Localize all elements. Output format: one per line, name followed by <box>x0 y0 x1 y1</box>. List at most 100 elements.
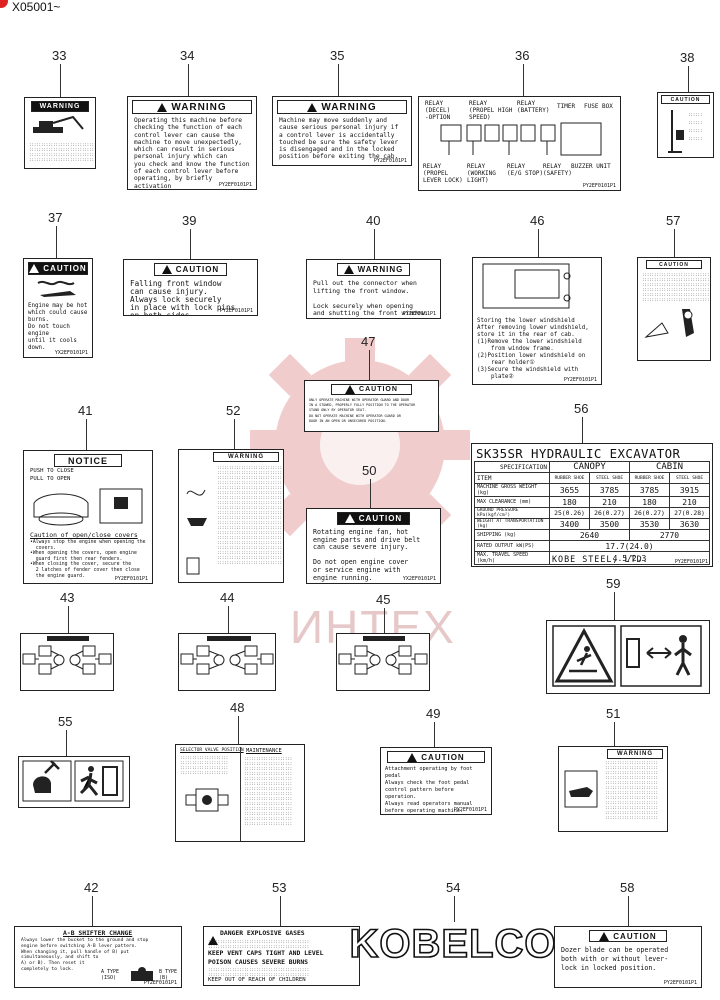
selector-valve-diagram <box>185 788 229 812</box>
spec-row-unit: (kg) <box>504 532 517 538</box>
spec-cell: 4.5/2.3 <box>549 551 710 565</box>
decal-39-body: Falling front window can cause injury. A… <box>130 279 236 316</box>
spec-row-unit: kW(PS) <box>516 543 535 549</box>
decal-56-code: PY2EF0101P1 <box>674 559 708 565</box>
decal-53-poison: POISON CAUSES SEVERE BURNS <box>208 958 309 966</box>
spec-header-canopy: CANOPY <box>549 461 630 473</box>
callout-34: 34 <box>180 48 195 63</box>
decal-33-title: WARNING <box>39 103 81 110</box>
spec-cell: 26(0.27) <box>589 507 630 519</box>
battery-warning-pictogram-icon <box>186 489 207 575</box>
operator-seat-pictogram-icon: :::::::::::: :::::::::::: <box>668 110 702 153</box>
spec-row-unit: kPa(kgf/cm²) <box>477 513 511 518</box>
lever-lock-pictogram-icon <box>644 309 694 338</box>
decal-48-divider <box>240 747 241 841</box>
label-b-type: B TYPE (B) <box>159 969 178 981</box>
callout-46: 46 <box>530 213 545 228</box>
callout-58: 58 <box>620 880 635 895</box>
svg-text:::::::: :::::: <box>688 112 702 117</box>
leader-56 <box>582 417 583 443</box>
decal-37-caution: CAUTION Engine may be hot which could ca… <box>23 258 93 358</box>
callout-40: 40 <box>366 213 381 228</box>
spec-header-item: ITEM <box>474 472 550 484</box>
callout-41: 41 <box>78 403 93 418</box>
spec-cell: 3530 <box>629 518 670 530</box>
spec-cell: 180 <box>549 496 590 508</box>
decal-45-control-pattern <box>336 633 430 691</box>
callout-56: 56 <box>574 401 589 416</box>
control-pattern-diagram <box>338 636 428 675</box>
decal-41-body: •Always stop the engine when opening the… <box>30 540 146 579</box>
decal-54-logo: KOBELCO <box>349 921 557 967</box>
control-pattern-diagram <box>22 636 112 675</box>
spec-cell: 25(0.26) <box>549 507 590 519</box>
decal-50-body: Rotating engine fan, hot engine parts an… <box>313 528 421 582</box>
decal-37-title: CAUTION <box>43 264 87 273</box>
spec-plate-title: SK35SR HYDRAULIC EXCAVATOR <box>476 446 681 461</box>
callout-51: 51 <box>606 706 621 721</box>
decal-50-header: CAUTION <box>337 512 410 525</box>
label-timer: TIMER <box>557 103 576 110</box>
spec-cell: 3655 <box>549 483 590 497</box>
decal-42-shifter-change: A-B SHIFTER CHANGE Always lower the buck… <box>14 926 182 988</box>
decal-52-title: WARNING <box>228 454 264 460</box>
table-row: SHIPPING (kg) 2640 2770 <box>474 529 710 541</box>
svg-text:::::::: :::::: <box>688 128 702 133</box>
callout-37: 37 <box>48 210 63 225</box>
leader-45 <box>384 608 385 634</box>
alert-triangle-icon <box>343 265 354 274</box>
spec-cell: 210 <box>589 496 630 508</box>
svg-text:::::::: :::::: <box>688 136 702 141</box>
decal-39-code: PY2EF0101P1 <box>219 308 253 314</box>
alert-triangle-icon <box>29 264 40 273</box>
label-relay-battery: RELAY (BATTERY) <box>517 100 550 114</box>
decal-49-title: CAUTION <box>421 752 465 762</box>
leader-34 <box>188 64 189 96</box>
decal-35-code: PY2EF0101P1 <box>373 158 407 164</box>
leader-53 <box>280 896 281 926</box>
label-buzzer-unit: BUZZER UNIT <box>571 163 611 170</box>
label-push-to-close: PUSH TO CLOSE <box>30 468 74 474</box>
decal-53-battery-danger: DANGER EXPLOSIVE GASES :::::::::::::::::… <box>203 926 360 986</box>
spec-header-rubber-shoe: RUBBER SHOE <box>549 472 590 484</box>
decal-47-title: CAUTION <box>359 386 398 393</box>
decal-51-header: WARNING <box>607 749 663 759</box>
decal-55-emergency-exit <box>18 756 130 808</box>
leader-51 <box>614 722 615 748</box>
decal-35-title: WARNING <box>321 101 377 113</box>
decal-34-code: PY2EF0101P1 <box>218 182 252 188</box>
spec-cell: 27(0.28) <box>669 507 710 519</box>
decal-40-warning: WARNING Pull out the connector when lift… <box>306 259 441 319</box>
leader-43 <box>68 606 69 634</box>
header-badge <box>0 0 8 8</box>
decal-39-header: CAUTION <box>154 263 227 276</box>
spec-cell: 3785 <box>629 483 670 497</box>
decal-50-code: YX2EF0101P1 <box>402 576 436 582</box>
decal-56-spec-plate: SK35SR HYDRAULIC EXCAVATOR SPECIFICATION… <box>471 443 713 567</box>
decal-35-header: WARNING <box>277 100 407 114</box>
crush-hazard-keep-away-icon <box>552 625 702 687</box>
spec-table: SPECIFICATION CANOPY CABIN ITEM RUBBER S… <box>474 461 710 565</box>
decal-48-maintenance: SELECTOR VALVE POSITION MAINTENANCE ::::… <box>175 744 305 842</box>
alert-triangle-icon <box>345 385 356 394</box>
decal-53-danger-title: DANGER EXPLOSIVE GASES <box>220 929 305 937</box>
decal-39-title: CAUTION <box>175 265 220 274</box>
decal-37-header: CAUTION <box>28 262 88 275</box>
decal-51-warning: WARNING :::::::::::::::::::::: :::::::::… <box>558 746 668 832</box>
decal-58-code: PY2EF0101P1 <box>663 980 697 986</box>
spec-header-rubber-shoe: RUBBER SHOE <box>629 472 670 484</box>
decal-41-title: NOTICE <box>67 455 108 466</box>
label-relay-propel-lock: RELAY (PROPEL LEVER LOCK) <box>423 163 463 184</box>
decal-36-code: PY2EF0101P1 <box>582 183 616 189</box>
table-row: RATED OUTPUT kW(PS) 17.7(24.0) <box>474 540 710 552</box>
leader-35 <box>338 64 339 96</box>
spec-row-unit: (kg) <box>477 490 490 496</box>
leader-42 <box>92 896 93 926</box>
decal-49-header: CAUTION <box>387 751 485 763</box>
spec-row-unit: (mm) <box>519 499 532 505</box>
table-row: MAX. TRAVEL SPEED (km/h) 4.5/2.3 <box>474 551 710 565</box>
leader-54 <box>454 896 455 922</box>
decal-58-caution: CAUTION Dozer blade can be operated both… <box>554 926 702 988</box>
spec-header-cabin: CABIN <box>629 461 710 473</box>
decal-41-notice: NOTICE PUSH TO CLOSE PULL TO OPEN Cautio… <box>23 450 153 584</box>
